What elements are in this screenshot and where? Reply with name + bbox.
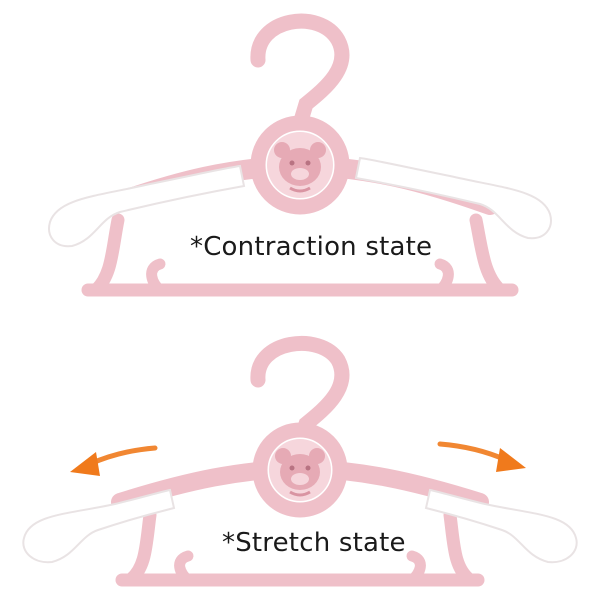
hanger-left-nub <box>146 258 166 296</box>
right-arrow-icon <box>437 441 526 472</box>
hanger-left-leg <box>89 213 125 297</box>
hanger-hook <box>250 13 350 132</box>
hanger-left-leg <box>123 508 157 587</box>
contracted-hanger-illustration <box>48 13 552 297</box>
bear-face-icon <box>275 448 325 497</box>
stretch-panel: *Stretch state <box>0 310 600 600</box>
hanger-hook <box>250 335 350 450</box>
contraction-caption: *Contraction state <box>190 232 433 262</box>
right-white-arm <box>424 488 578 564</box>
left-arrow-icon <box>70 445 158 476</box>
hanger-right-leg <box>443 508 477 587</box>
left-white-arm <box>48 164 246 248</box>
contraction-panel: *Contraction state <box>48 13 552 297</box>
right-white-arm <box>354 156 552 240</box>
stretched-hanger-illustration <box>22 335 578 587</box>
stretch-caption: *Stretch state <box>222 528 406 558</box>
hanger-right-nub <box>434 258 454 296</box>
hanger-left-nub <box>174 550 194 586</box>
left-white-arm <box>22 488 176 564</box>
bear-face-icon <box>274 142 326 193</box>
hanger-right-leg <box>469 213 507 297</box>
hanger-right-nub <box>406 550 426 586</box>
